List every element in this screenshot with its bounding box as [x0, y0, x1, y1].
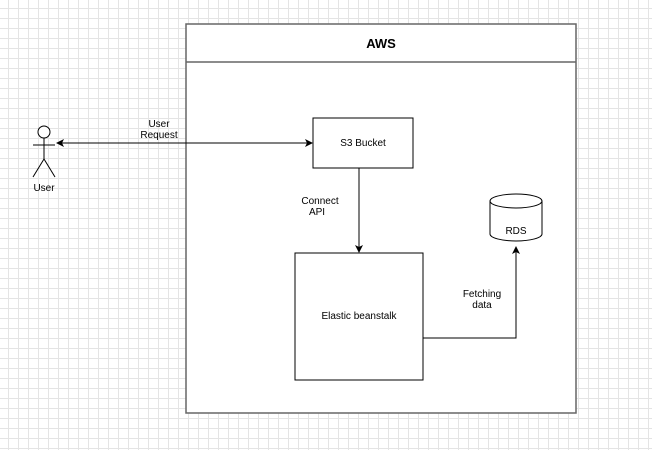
user-request-label-line2: Request [140, 130, 178, 141]
fetching-data-label-line1: Fetching [462, 289, 502, 300]
fetching-data-label: Fetching data [456, 289, 508, 311]
s3-bucket-node[interactable] [312, 117, 414, 169]
user-actor-icon[interactable] [32, 125, 56, 178]
fetching-data-edge[interactable] [423, 246, 520, 339]
aws-container-title: AWS [366, 35, 396, 51]
elastic-beanstalk-label: Elastic beanstalk [321, 311, 397, 322]
connect-api-label-line1: Connect [301, 196, 339, 207]
s3-bucket-label: S3 Bucket [340, 137, 386, 149]
elastic-beanstalk-node[interactable] [294, 252, 424, 381]
connect-api-label-line2: API [308, 207, 326, 218]
fetching-data-label-line2: data [472, 300, 492, 311]
rds-database-icon[interactable] [489, 193, 543, 242]
user-actor-label: User [33, 183, 55, 194]
connect-api-label: Connect API [297, 196, 343, 218]
user-request-label-line1: User [148, 119, 170, 130]
rds-label: RDS [505, 225, 527, 237]
user-request-label: User Request [134, 119, 184, 141]
